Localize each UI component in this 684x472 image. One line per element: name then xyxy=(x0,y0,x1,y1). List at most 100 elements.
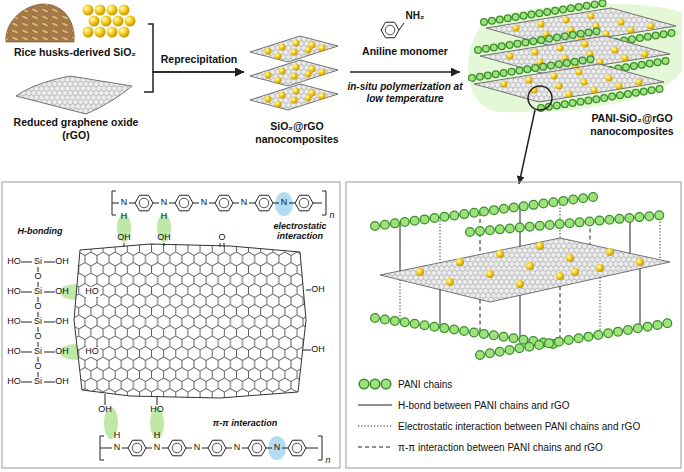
graphene-lattice xyxy=(74,243,311,405)
magnifier-callout xyxy=(519,86,552,184)
layered-model-part xyxy=(566,254,574,262)
layered-model-part xyxy=(520,207,521,247)
atom-label: OH xyxy=(156,233,172,243)
graphene-lattice-part xyxy=(74,244,306,398)
pani-chain-structure-part xyxy=(175,195,193,211)
layered-model xyxy=(375,196,670,355)
process-arrow xyxy=(148,24,244,72)
edge-label: Aniline monomer xyxy=(361,46,449,58)
legend-sample xyxy=(356,439,394,455)
layered-model-part xyxy=(416,268,424,276)
atom-label: Si xyxy=(33,287,43,297)
legend-sample xyxy=(356,376,394,392)
pani-chain-structure-part xyxy=(255,195,273,211)
atom-label: OH xyxy=(310,345,326,355)
layered-model-part xyxy=(375,318,560,345)
silanol-chain-part xyxy=(21,262,55,382)
silica-spheres-part xyxy=(95,27,106,38)
layered-model-part xyxy=(560,201,561,238)
atom-label: OH xyxy=(97,405,113,415)
graphene-lattice-part xyxy=(74,244,306,398)
process-arrow xyxy=(144,72,244,92)
aniline-structure xyxy=(381,22,404,38)
legend-item: π-π interaction between PANI chains and … xyxy=(356,439,603,455)
pani-chain-structure-part xyxy=(215,195,233,211)
atom-label: HO xyxy=(6,257,22,267)
layered-model-part xyxy=(571,268,579,276)
atom-label: OH xyxy=(54,257,70,267)
edge-label: Reprecipitation xyxy=(160,54,238,66)
pani-chain-structure xyxy=(100,436,322,460)
atom-label: HO xyxy=(6,377,22,387)
layered-model-part xyxy=(480,323,668,355)
silica-spheres-part xyxy=(95,5,106,16)
atom-label: OH xyxy=(54,377,70,387)
illustrated-node: Rice husks-derived SiO₂ xyxy=(2,0,148,59)
illustrated-node: SiO₂@rGO nanocomposites xyxy=(244,30,350,145)
silica-spheres-part xyxy=(119,5,130,16)
atom-label: Si xyxy=(33,377,43,387)
atom-label: H xyxy=(153,431,162,441)
magnifier-callout-part xyxy=(528,86,552,110)
dashed-line-sample xyxy=(358,447,392,448)
atom-label: N xyxy=(113,443,122,453)
green-ball xyxy=(381,379,391,389)
silica-spheres-part xyxy=(83,5,94,16)
magnifier-callout-part xyxy=(519,110,535,184)
legend-item: Electrostatic interaction between PANI c… xyxy=(356,418,640,434)
atom-label: O xyxy=(33,332,42,342)
layered-model-part xyxy=(380,238,670,302)
pani-sio2-rgo-stack-part xyxy=(484,2,678,52)
layered-model-part xyxy=(600,277,601,334)
aniline-structure-part xyxy=(399,23,404,30)
atom-label: N xyxy=(273,443,282,453)
legend-text: PANI chains xyxy=(398,379,452,390)
silica-spheres-part xyxy=(101,16,112,27)
graphene-lattice-part xyxy=(105,243,311,405)
atom-label: H xyxy=(113,431,122,441)
layered-model-part xyxy=(375,196,600,226)
model-panel xyxy=(346,182,681,468)
layered-model-part xyxy=(480,323,668,355)
pani-chain-structure-part xyxy=(128,440,146,456)
node-caption: Reduced graphene oxide (rGO) xyxy=(8,116,144,141)
atom-label: O xyxy=(33,302,42,312)
layered-model-part xyxy=(536,242,544,250)
atom-label: N xyxy=(240,198,249,208)
layered-model-part xyxy=(560,286,561,341)
legend-text: H-bond between PANI chains and rGO xyxy=(398,400,570,411)
silica-spheres-part xyxy=(119,27,130,38)
pani-sio2-rgo-stack-part xyxy=(478,30,672,80)
green-ball xyxy=(359,379,369,389)
atom-label: H xyxy=(120,212,129,222)
pani-chain-structure-part xyxy=(295,195,313,211)
solid-line-sample xyxy=(358,405,392,406)
sio2-rgo-stack-part xyxy=(250,84,338,110)
atom-label: HO xyxy=(84,347,100,357)
legend-text: Electrostatic interaction between PANI c… xyxy=(398,421,640,432)
atom-label: N xyxy=(120,198,129,208)
silica-spheres-part xyxy=(125,16,136,27)
layered-model-part xyxy=(440,217,441,262)
atom-label: n xyxy=(328,211,335,221)
pani-chain-structure-part xyxy=(168,440,186,456)
silica-spheres-part xyxy=(113,16,124,27)
pani-chain-structure-part xyxy=(100,436,322,460)
legend-item: H-bond between PANI chains and rGO xyxy=(356,397,570,413)
graphene-sheet-part xyxy=(16,76,132,114)
layered-model-part xyxy=(440,290,441,328)
graphene-sheet xyxy=(16,76,132,114)
atom-label: O xyxy=(217,233,226,243)
atom-label: OH xyxy=(310,285,326,295)
annotation-text: π-π interaction xyxy=(212,419,278,429)
layered-model-part xyxy=(520,295,521,339)
atom-label: N xyxy=(280,198,289,208)
atom-label: OH xyxy=(54,347,70,357)
illustration-space xyxy=(2,0,148,46)
silanol-chain xyxy=(21,262,55,382)
layered-model-part xyxy=(375,318,560,345)
layered-model-part xyxy=(660,215,661,259)
layered-model-part xyxy=(596,264,604,272)
legend-item: PANI chains xyxy=(356,376,452,392)
